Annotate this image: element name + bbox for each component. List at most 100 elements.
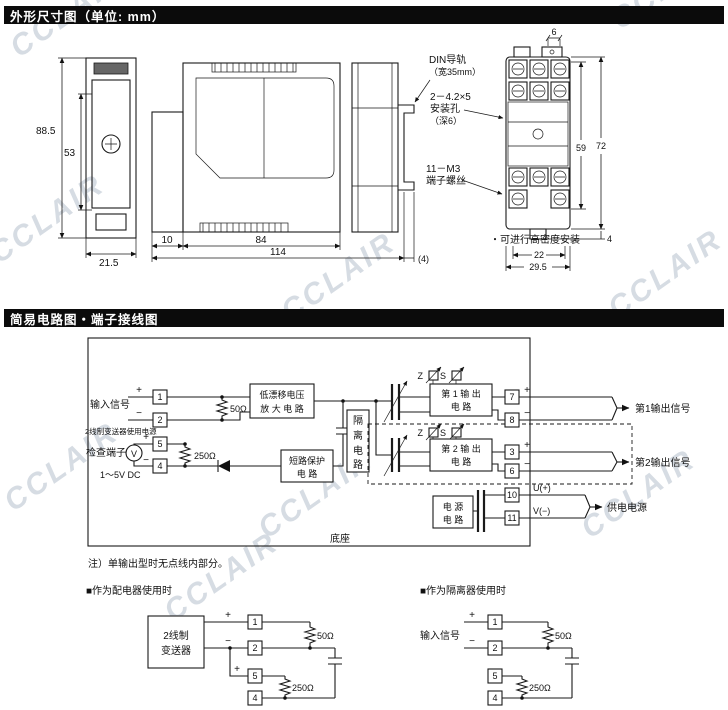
input-signal-label: 输入信号	[90, 398, 130, 411]
dimensions-figure: 88.5 53 21.5 10	[36, 27, 612, 272]
span-trim-label: S	[440, 371, 446, 381]
iso-block-char3: 电	[353, 444, 363, 457]
vdc-label: 1～5V DC	[100, 470, 141, 480]
sub2-terminal-2: 2	[492, 643, 497, 653]
dimensions-section-title: 外形尺寸图（单位: mm）	[10, 9, 166, 24]
distributor-usage: ■作为配电器使用时 2线制 变送器 + − + 1 2 5 4 50Ω 250Ω	[86, 584, 342, 706]
short-protect-line2: 电 路	[297, 468, 318, 479]
iso-block-char4: 路	[353, 458, 363, 471]
dimensions-section-header: 外形尺寸图（单位: mm）	[4, 6, 724, 24]
base-label: 底座	[330, 532, 350, 545]
terminal-3: 3	[509, 447, 514, 457]
sub1-terminal-5: 5	[252, 671, 257, 681]
terminal-8: 8	[509, 415, 514, 425]
socket-view: 6 59 72 4 22 29.5	[505, 27, 612, 272]
dim-88-5: 88.5	[36, 126, 56, 137]
terminal-5: 5	[157, 439, 162, 449]
dim-4-tab: 4	[607, 234, 612, 244]
short-protect-line1: 短路保护	[289, 455, 325, 466]
v-minus-label: V(−)	[533, 506, 550, 516]
sub2-terminal-1: 1	[492, 617, 497, 627]
sub2-resistor-250: 250Ω	[529, 683, 551, 693]
mount-hole-label-3: （深6）	[430, 116, 462, 126]
sub1-resistor-50: 50Ω	[317, 631, 334, 641]
sub1-terminal-2: 2	[252, 643, 257, 653]
left-wiring: + − 输入信号 2线制变送器使用电源 V + − 检查端子 1～5V DC	[85, 385, 157, 480]
dual-output-option-box	[367, 423, 633, 485]
circuit-section-title: 简易电路图・端子接线图	[10, 312, 159, 327]
terminal-screw-label-1: 11－M3	[426, 164, 461, 175]
sub2-plus: +	[469, 610, 475, 621]
resistor-50-label: 50Ω	[230, 404, 247, 414]
circuit-section-header: 简易电路图・端子接线图	[4, 309, 724, 327]
input-minus: −	[136, 408, 142, 419]
isolator-usage-title: ■作为隔离器使用时	[420, 584, 506, 597]
distributor-usage-title: ■作为配电器使用时	[86, 584, 172, 597]
circuit-figure: 底座 + − 输入信号 2线制变送器使用电源 V + − 检查端子 1～5V D…	[85, 337, 691, 706]
two-wire-power-label: 2线制变送器使用电源	[85, 426, 157, 436]
internal-circuit: 50Ω 250Ω Z S Z	[167, 366, 633, 532]
right-wiring: + − 第1输出信号 + − 第2输出信号 U(+) V(−) 供电电源	[519, 385, 691, 519]
sub1-minus: −	[225, 636, 231, 647]
sub2-input-label: 输入信号	[420, 629, 460, 642]
dim-29-5: 29.5	[529, 262, 547, 272]
din-rail-label: DIN导轨	[429, 53, 466, 66]
single-output-note: 注）单输出型时无点线内部分。	[88, 557, 228, 570]
sub2-terminal-4: 4	[492, 693, 497, 703]
terminal-10: 10	[507, 490, 517, 500]
sub1-terminal-4: 4	[252, 693, 257, 703]
check-terminal-label: 检查端子	[86, 446, 126, 459]
check-minus: −	[143, 455, 149, 466]
out2-minus: −	[524, 459, 530, 470]
rear-view	[351, 62, 415, 233]
din-rail-width-label: （宽35mm）	[429, 66, 481, 77]
terminal-4: 4	[157, 461, 162, 471]
terminal-1: 1	[157, 392, 162, 402]
sub1-plus2: +	[234, 664, 240, 675]
supply-power-label: 供电电源	[607, 501, 647, 514]
depth-dimensions: 10 84 114 (4)	[151, 192, 429, 264]
power-block-line2: 电 路	[443, 514, 464, 525]
iso-block-char1: 隔	[353, 415, 363, 427]
dim-4-rail: (4)	[418, 254, 429, 264]
sub2-resistor-50: 50Ω	[555, 631, 572, 641]
base-box: 底座	[87, 337, 531, 547]
mount-hole-label-2: 安装孔	[430, 102, 460, 115]
mount-hole-label-1: 2－4.2×5	[430, 92, 471, 103]
dim-72: 72	[596, 141, 606, 151]
sub2-terminal-5: 5	[492, 671, 497, 681]
dim-22: 22	[534, 250, 544, 260]
zero-trim-label-2: Z	[418, 428, 424, 438]
transmitter-box-line1: 2线制	[163, 629, 189, 642]
zero-trim-label: Z	[418, 371, 424, 381]
sub1-terminal-1: 1	[252, 617, 257, 627]
output2-signal-label: 第2输出信号	[635, 456, 691, 469]
out1-minus: −	[524, 408, 530, 419]
terminal-6: 6	[509, 466, 514, 476]
u-plus-label: U(+)	[533, 483, 551, 493]
dim-84: 84	[255, 235, 267, 246]
output1-block-line2: 电 路	[451, 401, 472, 412]
isolator-usage: ■作为隔离器使用时 输入信号 + − 1 2 5 4 50Ω 250Ω	[420, 584, 579, 706]
out2-plus: +	[524, 440, 530, 451]
dim-21-5: 21.5	[99, 258, 119, 269]
terminal-11: 11	[507, 513, 516, 523]
check-plus: +	[143, 432, 149, 443]
dim-53: 53	[64, 148, 76, 159]
output2-block-line2: 电 路	[451, 456, 472, 467]
terminal-7: 7	[509, 392, 514, 402]
side-view	[151, 62, 341, 233]
socket-terminals	[508, 59, 570, 209]
output1-signal-label: 第1输出信号	[635, 402, 691, 415]
amp-block-line2: 放 大 电 路	[260, 403, 304, 414]
span-trim-label-2: S	[440, 428, 446, 438]
left-terminals: 1 2 5 4	[152, 389, 168, 474]
iso-block-char2: 离	[353, 429, 363, 442]
sub1-resistor-250: 250Ω	[292, 683, 314, 693]
terminal-2: 2	[157, 415, 162, 425]
input-plus: +	[136, 385, 142, 396]
amp-block-line1: 低漂移电压	[259, 389, 304, 400]
front-view: 88.5 53 21.5	[36, 57, 137, 269]
transmitter-box-line2: 变送器	[161, 644, 191, 657]
power-block-line1: 电 源	[443, 501, 464, 512]
